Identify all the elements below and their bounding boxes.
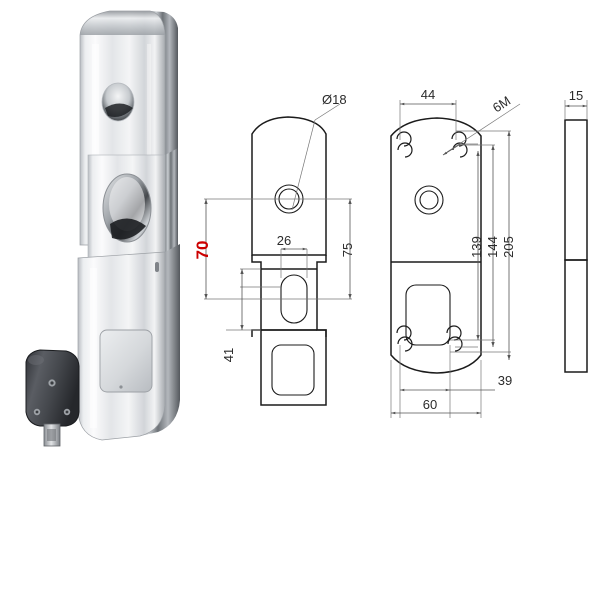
side-view-drawing: 15 [564, 88, 588, 373]
photo-insert-pocket [100, 330, 152, 392]
dim-144: 144 [485, 236, 500, 258]
dim-44: 44 [421, 87, 435, 102]
dim-60: 60 [423, 397, 437, 412]
dim-70: 70 [193, 241, 212, 260]
dim-26: 26 [277, 233, 291, 248]
dim-139: 139 [469, 236, 484, 258]
dim-15: 15 [569, 88, 583, 103]
lock-insert-key [25, 349, 80, 447]
thread-hole-bottom-left [396, 325, 413, 352]
thread-hole-bottom-right [446, 325, 463, 352]
dim-41: 41 [221, 348, 236, 362]
front-view-drawing [251, 116, 327, 406]
thread-hole-top-left [396, 131, 413, 158]
photo-escutcheon [87, 148, 178, 271]
dim-6m: 6M [490, 93, 513, 115]
dim-39: 39 [498, 373, 512, 388]
photo-lower-plate [77, 244, 180, 441]
dim-205: 205 [501, 236, 516, 258]
front-view-dimensions: Ø18 26 70 75 41 [193, 92, 355, 362]
rear-view-drawing [390, 117, 482, 374]
dim-d18: Ø18 [322, 92, 347, 107]
dim-75: 75 [340, 243, 355, 257]
